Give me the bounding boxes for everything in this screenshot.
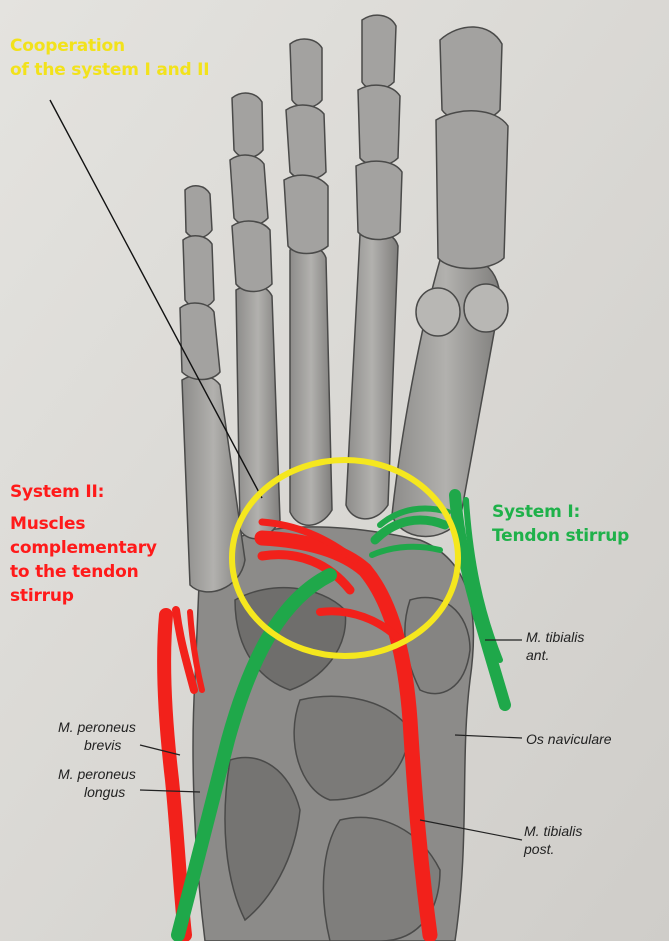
label-peroneus-brevis-line-2: brevis xyxy=(84,737,122,753)
label-peroneus-longus-line-2: longus xyxy=(84,784,126,800)
system1-line-2: Tendon stirrup xyxy=(492,526,630,546)
cooperation-line-2: of the system I and II xyxy=(10,60,210,80)
cooperation-pointer-line xyxy=(49,99,263,499)
label-tibialis-ant-line-2: ant. xyxy=(526,647,550,663)
tarsal-bones xyxy=(192,526,475,941)
system1-line-1: System I: xyxy=(492,502,581,522)
phalanges xyxy=(179,14,509,381)
cooperation-ring xyxy=(229,457,461,659)
label-tibialis-post-line-2: post. xyxy=(524,841,555,857)
label-peroneus-longus-line-1: M. peroneus xyxy=(58,766,136,782)
label-tibialis-post-line-1: M. tibialis xyxy=(524,823,583,839)
system2-annotation: System II: Muscles complementary to the … xyxy=(10,480,157,608)
label-os-naviculare: Os naviculare xyxy=(526,730,612,748)
label-pointer-lines xyxy=(139,639,523,841)
system2-line-3: complementary xyxy=(10,538,157,558)
label-tibialis-ant: M. tibialis ant. xyxy=(526,628,584,664)
cooperation-annotation: Cooperation of the system I and II xyxy=(10,34,210,82)
cooperation-line-1: Cooperation xyxy=(10,36,125,56)
system2-line-2: Muscles xyxy=(10,514,86,534)
label-peroneus-brevis-line-1: M. peroneus xyxy=(58,719,136,735)
label-tibialis-ant-line-1: M. tibialis xyxy=(526,629,585,645)
red-muscle-paths xyxy=(157,518,438,941)
green-tendon-paths xyxy=(171,489,511,941)
sesamoid-bones xyxy=(415,283,509,337)
label-peroneus-longus: M. peroneus longus xyxy=(58,765,136,801)
label-peroneus-brevis: M. peroneus brevis xyxy=(58,718,136,754)
system2-line-4: to the tendon xyxy=(10,562,139,582)
label-os-naviculare-line-1: Os naviculare xyxy=(526,731,612,747)
system2-line-5: stirrup xyxy=(10,586,74,606)
system2-line-1: System II: xyxy=(10,482,105,502)
system1-annotation: System I: Tendon stirrup xyxy=(492,500,629,548)
label-tibialis-post: M. tibialis post. xyxy=(524,822,582,858)
